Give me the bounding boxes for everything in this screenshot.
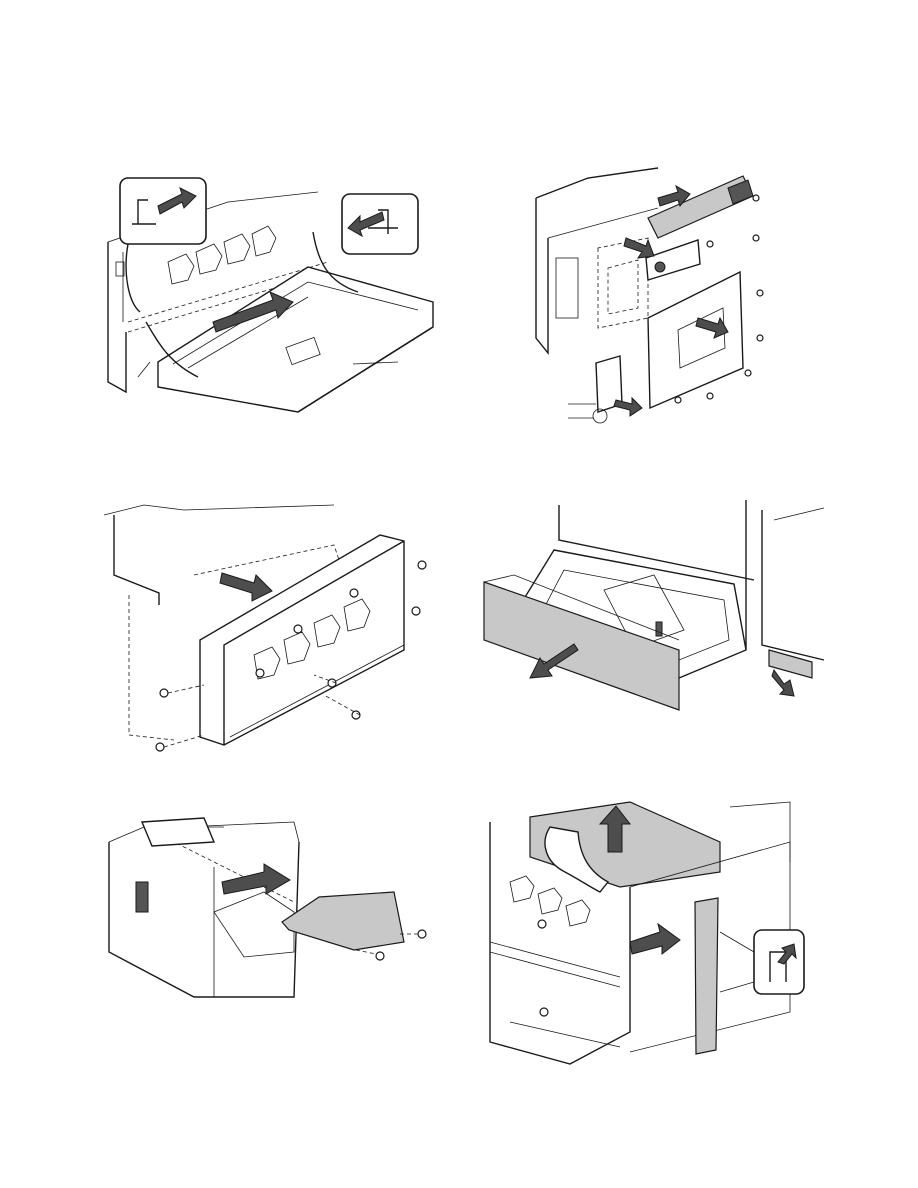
exit-tray-cover-illustration <box>104 822 434 1002</box>
screw-icon <box>376 952 384 960</box>
side-cover-illustration <box>490 802 810 1064</box>
paper-tray-illustration <box>484 500 824 715</box>
rear-panels-illustration <box>528 168 778 430</box>
front-inner-cabinet-illustration <box>104 505 434 755</box>
figure-paper-tray <box>484 500 824 715</box>
figure-front-inner-cabinet <box>104 505 434 755</box>
front-cover-illustration <box>98 172 438 422</box>
figure-rear-panels <box>528 168 778 430</box>
screw-icon <box>538 920 546 928</box>
arrow-icon <box>772 670 794 696</box>
side-cover <box>695 898 718 1054</box>
screw-icon <box>418 930 426 938</box>
figure-front-cover-removal <box>98 172 438 422</box>
arrow-icon <box>624 238 654 258</box>
screw-icon <box>540 1008 548 1016</box>
hook-callout <box>720 930 804 994</box>
pull-arrow-icon <box>220 573 272 601</box>
pull-arrow-icon <box>222 864 290 894</box>
figure-side-cover <box>490 802 810 1064</box>
arrow-icon <box>614 398 642 416</box>
control-panel <box>142 818 214 846</box>
middle-rear-panel <box>646 240 700 280</box>
right-hinge-callout <box>342 194 418 254</box>
arrow-icon <box>630 924 680 954</box>
figure-exit-tray-cover <box>104 822 434 1002</box>
left-hinge-callout <box>120 178 206 312</box>
exit-tray-cover <box>282 892 404 950</box>
front-inner-panel <box>200 535 404 745</box>
control-board-panel <box>648 272 743 408</box>
inner-slots <box>510 876 590 926</box>
front-cover-plate <box>158 267 433 412</box>
